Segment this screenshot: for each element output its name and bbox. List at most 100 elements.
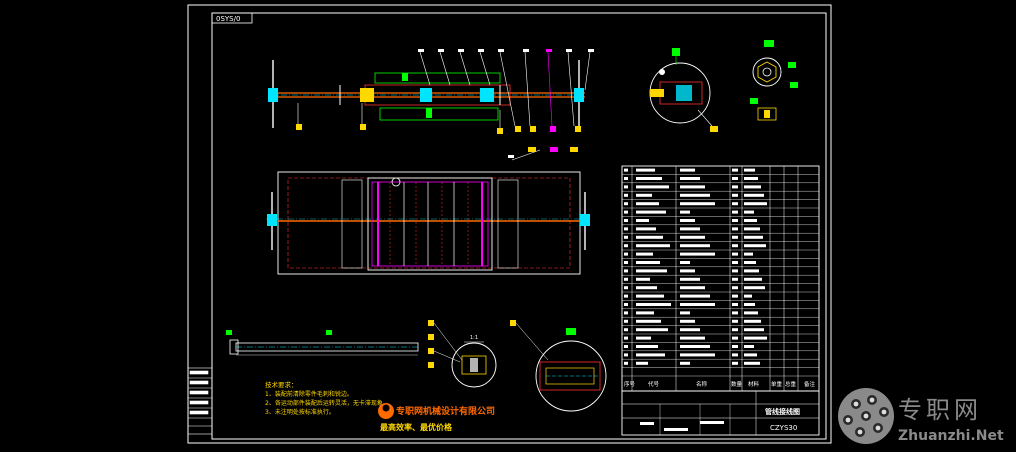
parts-cell-block [636,277,650,281]
parts-list-header: 序号 代号 名称 数量 材料 单重 总重 备注 [624,380,816,388]
parts-cell-block [744,210,754,214]
parts-cell-block [744,235,763,239]
parts-cell-block [680,311,690,315]
parts-cell-block [680,252,715,256]
parts-cell-block [744,345,754,348]
parts-cell-block [732,286,738,290]
bottom-shaft-view [226,330,419,356]
parts-cell-block [680,328,700,332]
parts-cell-block [744,219,757,222]
parts-cell-block [732,345,738,348]
parts-cell-block [636,261,660,264]
parts-cell-block [732,244,738,248]
parts-cell-block [744,185,761,189]
parts-list-table [621,165,820,392]
parts-cell-block [624,345,628,348]
parts-cell-block [732,168,738,172]
parts-cell-block [732,210,738,214]
parts-cell-block [680,185,705,189]
bottom-detail-d [510,320,607,412]
watermark-text-cn: 专职网 [898,396,982,424]
parts-cell-block [624,294,628,298]
parts-cell-block [744,286,765,290]
scale-label: 1:1 [470,335,478,341]
parts-cell-block [680,269,695,273]
parts-cell-block [744,294,752,298]
parts-cell-block [624,244,628,248]
parts-cell-block [624,361,628,365]
company-logo-block: 专职网机械设计有限公司 最高效率、最优价格 [378,403,495,432]
parts-cell-block [636,210,666,214]
parts-cell-block [732,252,738,256]
top-left-code: 0SYS/0 [216,15,240,23]
parts-cell-block [732,319,738,323]
header-total-weight: 总重 [785,380,797,388]
parts-cell-block [744,303,755,306]
parts-cell-block [624,185,628,189]
parts-cell-block [680,319,695,323]
parts-cell-block [732,294,738,298]
parts-cell-block [732,219,738,222]
parts-cell-block [680,193,710,197]
parts-cell-block [680,235,705,239]
parts-cell-block [744,227,760,231]
parts-cell-block [680,303,715,306]
parts-cell-block [624,303,628,306]
parts-cell-block [624,252,628,256]
section-detail-a [649,48,718,132]
parts-cell-block [744,177,758,180]
parts-cell-block [636,328,668,332]
parts-cell-block [732,328,738,332]
parts-cell-block [680,336,705,340]
parts-cell-block [636,345,658,348]
left-revision-strip [187,367,213,435]
parts-cell-block [636,336,651,340]
section-detail-b [750,40,798,121]
parts-cell-block [744,361,760,365]
parts-cell-block [624,168,628,172]
parts-cell-block [624,319,628,323]
parts-cell-block [680,294,710,298]
parts-cell-block [732,336,738,340]
parts-cell-block [624,193,628,197]
top-left-code-box [211,12,253,24]
header-remarks: 备注 [804,380,816,388]
parts-cell-block [624,277,628,281]
parts-cell-block [636,353,665,357]
parts-cell-block [680,219,695,222]
header-no: 序号 [624,380,636,388]
parts-cell-block [732,261,738,264]
parts-cell-block [636,168,655,172]
parts-cell-block [680,353,715,357]
parts-cell-block [732,177,738,180]
parts-cell-block [744,311,758,315]
parts-cell-block [732,303,738,306]
parts-cell-block [680,261,690,264]
notes-title: 技术要求： [265,380,298,389]
note-3: 3、未注明处按标准执行。 [265,408,335,416]
parts-cell-block [732,353,738,357]
parts-cell-block [624,353,628,357]
parts-cell-block [744,202,767,206]
parts-cell-block [680,277,700,281]
parts-cell-block [744,252,753,256]
parts-cell-block [624,235,628,239]
parts-cell-block [636,185,669,189]
parts-cell-block [624,227,628,231]
parts-cell-block [636,286,657,290]
parts-cell-block [636,319,661,323]
parts-cell-block [744,353,757,357]
parts-cell-block [636,235,663,239]
note-2: 2、各运动部件装配后运转灵活，无卡滞现象。 [265,399,389,407]
parts-cell-block [636,294,664,298]
parts-cell-block [744,269,759,273]
parts-cell-block [636,311,654,315]
outer-frame [187,4,832,444]
header-unit-weight: 单重 [771,380,783,388]
parts-cell-block [680,202,715,206]
header-qty: 数量 [731,380,743,388]
parts-cell-block [732,311,738,315]
company-slogan: 最高效率、最优价格 [380,422,453,432]
technical-notes: 技术要求： 1、装配前清除零件毛刺和锐边。 2、各运动部件装配后运转灵活，无卡滞… [265,380,389,416]
